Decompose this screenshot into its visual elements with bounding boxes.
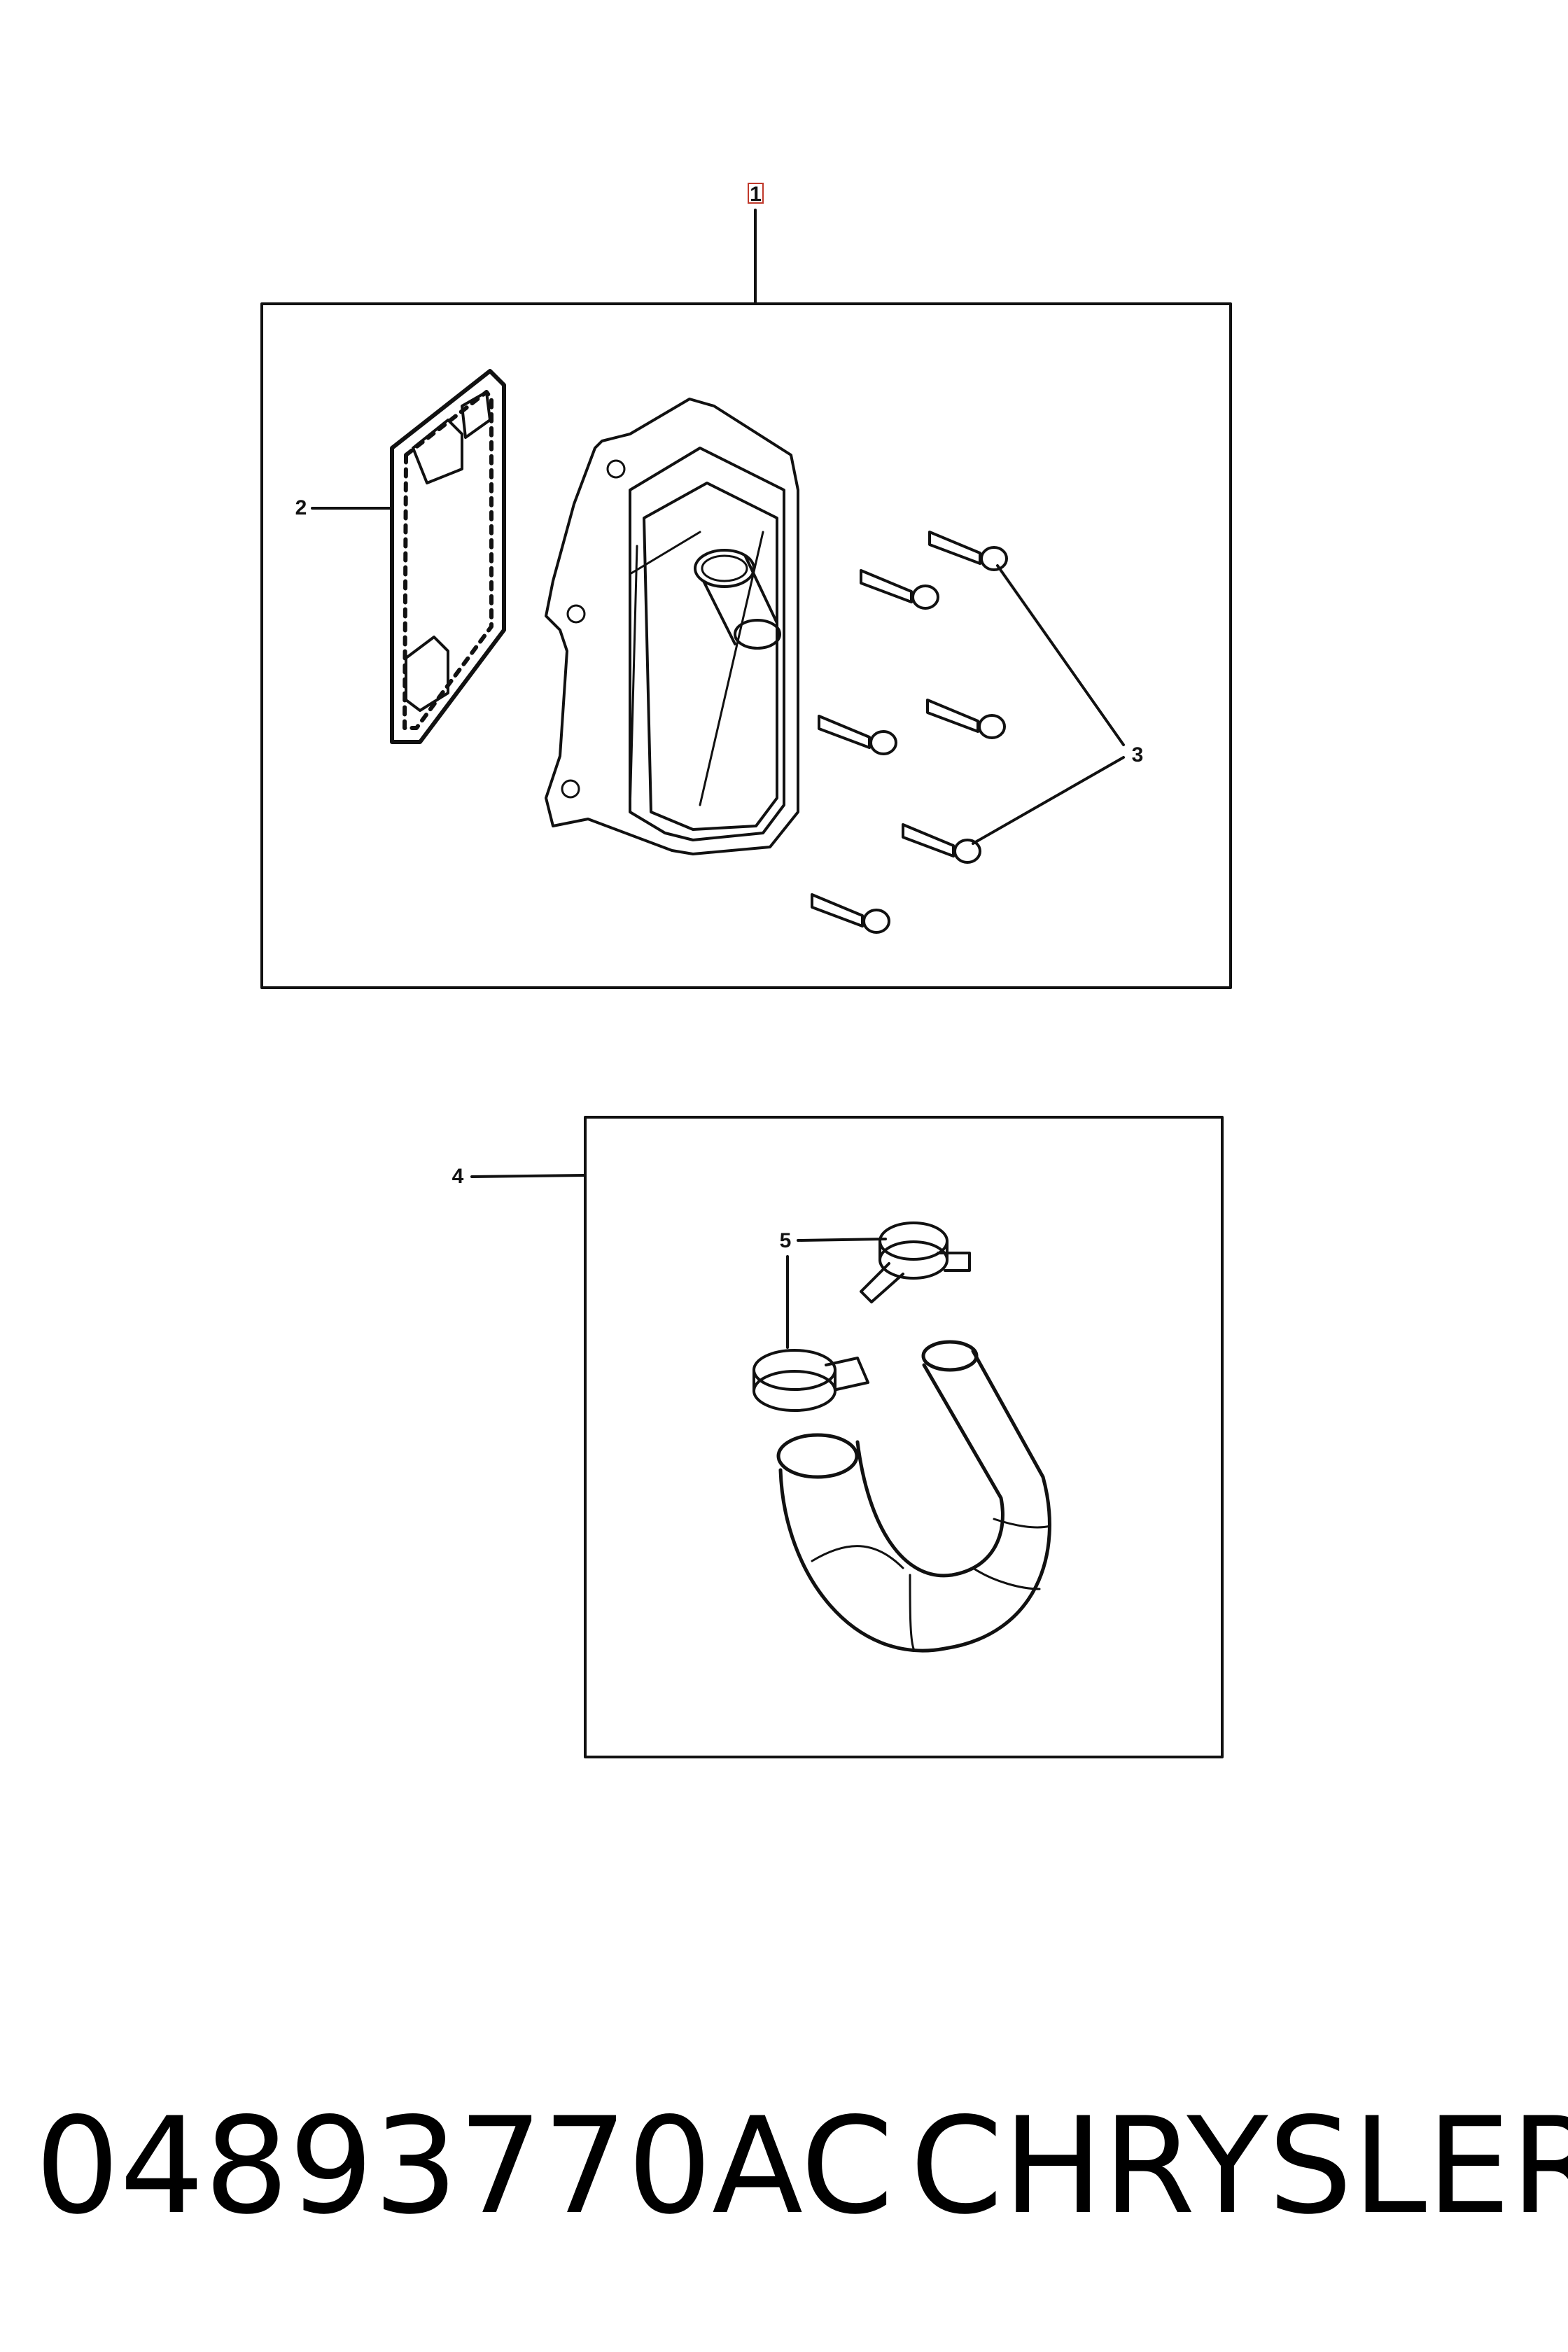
bolt xyxy=(860,569,939,610)
callout-4[interactable]: 4 xyxy=(452,1165,585,1188)
bolt xyxy=(926,699,1006,739)
callout-5-label: 5 xyxy=(780,1229,792,1252)
footer: 04893770AC CHRYSLER xyxy=(35,2089,1568,2244)
callout-1-label: 1 xyxy=(750,183,762,206)
bolt xyxy=(928,531,1008,571)
oil-cooler xyxy=(545,398,799,855)
callout-2-label: 2 xyxy=(295,496,307,519)
coolant-hose xyxy=(776,1340,1051,1653)
callout-5[interactable]: 5 xyxy=(780,1229,887,1349)
callout-2[interactable]: 2 xyxy=(295,496,392,519)
callout-3-label: 3 xyxy=(1132,743,1144,766)
kit-box-4 xyxy=(584,1116,1224,1758)
bolt xyxy=(818,715,897,755)
kit-box-1 xyxy=(260,302,1232,989)
part-number: 04893770AC xyxy=(35,2089,893,2244)
brand-name: CHRYSLER xyxy=(910,2089,1568,2244)
bolt xyxy=(811,893,890,934)
hose-clamp xyxy=(860,1222,971,1303)
callout-1[interactable]: 1 xyxy=(748,183,764,304)
bolt xyxy=(902,823,981,864)
callout-4-label: 4 xyxy=(452,1165,464,1188)
bolts xyxy=(811,531,1008,934)
hose-clamp xyxy=(752,1349,869,1412)
oil-cooler-gasket xyxy=(390,369,506,744)
callout-3[interactable]: 3 xyxy=(972,564,1144,845)
